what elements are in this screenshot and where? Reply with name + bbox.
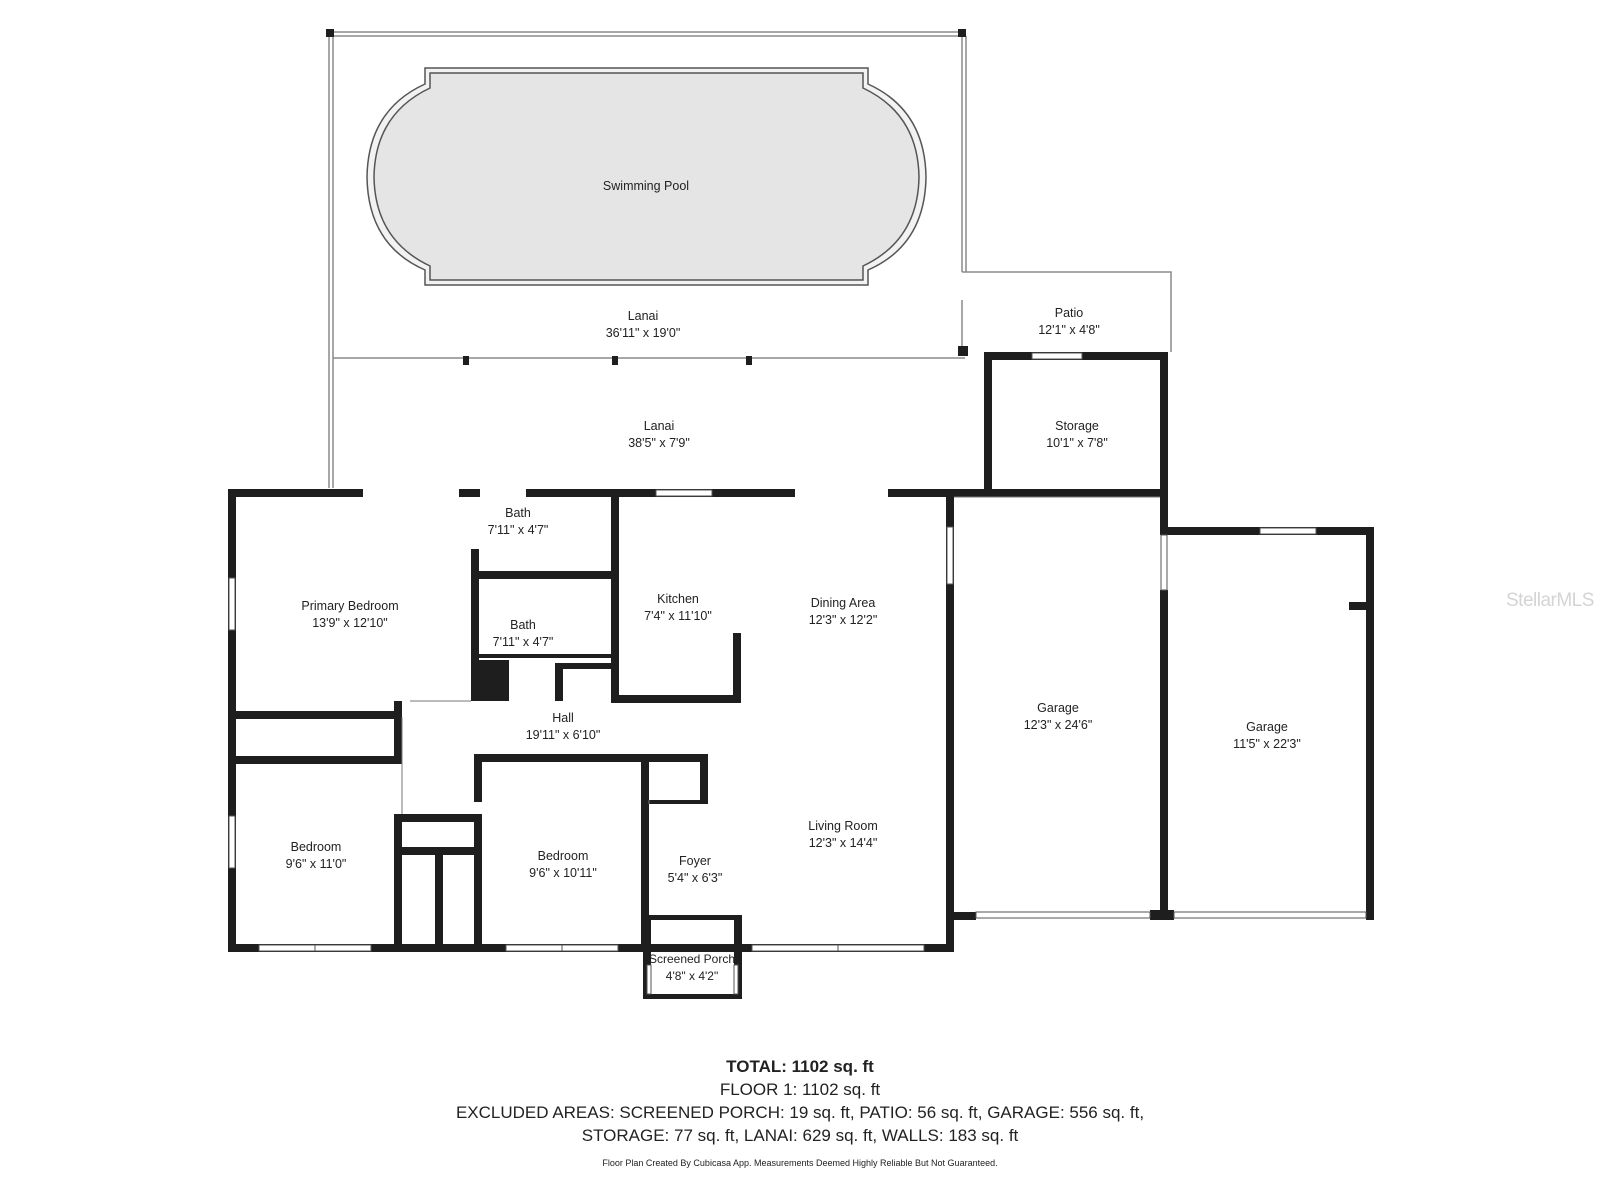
- area-summary: TOTAL: 1102 sq. ft FLOOR 1: 1102 sq. ft …: [0, 1055, 1600, 1171]
- room-dimensions: 11'5" x 22'3": [1233, 737, 1301, 751]
- room-dimensions: 9'6" x 10'11": [529, 866, 597, 880]
- room-label-lanai-lower: Lanai 38'5" x 7'9": [628, 418, 690, 452]
- thin-outlines: [401, 496, 1160, 814]
- room-name: Garage: [1246, 720, 1288, 734]
- disclaimer-text: Floor Plan Created By Cubicasa App. Meas…: [602, 1158, 998, 1168]
- room-dimensions: 7'11" x 4'7": [487, 523, 549, 537]
- enclosure-posts: [326, 29, 968, 365]
- room-name: Bedroom: [537, 849, 589, 863]
- windows-and-openings: [228, 352, 1367, 995]
- room-label-dining-area: Dining Area 12'3" x 12'2": [809, 595, 878, 629]
- room-dimensions: 12'1" x 4'8": [1038, 323, 1100, 337]
- room-dimensions: 38'5" x 7'9": [628, 436, 690, 450]
- room-label-patio: Patio 12'1" x 4'8": [1038, 305, 1100, 339]
- room-name: Bath: [505, 506, 531, 520]
- room-dimensions: 9'6" x 11'0": [285, 857, 347, 871]
- room-label-swimming-pool: Swimming Pool: [603, 178, 689, 195]
- room-dimensions: 4'8" x 4'2": [665, 969, 719, 983]
- room-name: Dining Area: [810, 596, 876, 610]
- room-dimensions: 13'9" x 12'10": [312, 616, 388, 630]
- room-name: Bath: [510, 618, 536, 632]
- room-name: Kitchen: [657, 592, 699, 606]
- house-walls: [228, 352, 1374, 999]
- room-name: Screened Porch: [648, 952, 736, 966]
- room-label-bath-lower: Bath 7'11" x 4'7": [493, 617, 554, 651]
- room-name: Foyer: [679, 854, 711, 868]
- excluded-areas-line-1: EXCLUDED AREAS: SCREENED PORCH: 19 sq. f…: [455, 1103, 1145, 1122]
- room-dimensions: 12'3" x 12'2": [808, 613, 878, 627]
- room-dimensions: 19'11" x 6'10": [525, 728, 601, 742]
- room-label-bath-upper: Bath 7'11" x 4'7": [488, 505, 549, 539]
- room-dimensions: 36'11" x 19'0": [605, 326, 681, 340]
- room-label-living-room: Living Room 12'3" x 14'4": [808, 818, 877, 852]
- room-name: Living Room: [808, 819, 878, 833]
- room-label-kitchen: Kitchen 7'4" x 11'10": [644, 591, 712, 625]
- room-label-foyer: Foyer 5'4" x 6'3": [668, 853, 723, 887]
- room-dimensions: 7'11" x 4'7": [492, 635, 554, 649]
- room-label-garage-left: Garage 12'3" x 24'6": [1024, 700, 1093, 734]
- room-label-storage: Storage 10'1" x 7'8": [1046, 418, 1108, 452]
- room-dimensions: 7'4" x 11'10": [644, 609, 712, 623]
- room-name: Primary Bedroom: [301, 599, 399, 613]
- total-area: TOTAL: 1102 sq. ft: [726, 1057, 874, 1076]
- floor-area: FLOOR 1: 1102 sq. ft: [719, 1080, 881, 1099]
- room-dimensions: 10'1" x 7'8": [1046, 436, 1108, 450]
- room-name: Storage: [1055, 419, 1099, 433]
- excluded-areas-line-2: STORAGE: 77 sq. ft, LANAI: 629 sq. ft, W…: [581, 1126, 1019, 1145]
- room-label-bedroom-middle: Bedroom 9'6" x 10'11": [529, 848, 597, 882]
- room-name: Lanai: [627, 309, 659, 323]
- room-name: Hall: [552, 711, 574, 725]
- room-label-screened-porch: Screened Porch 4'8" x 4'2": [649, 951, 735, 985]
- room-name: Swimming Pool: [602, 179, 690, 193]
- room-name: Patio: [1054, 306, 1084, 320]
- room-label-garage-right: Garage 11'5" x 22'3": [1233, 719, 1301, 753]
- watermark-text: StellarMLS: [1506, 590, 1594, 611]
- room-name: Garage: [1037, 701, 1079, 715]
- room-name: Lanai: [643, 419, 675, 433]
- room-dimensions: 12'3" x 14'4": [808, 836, 878, 850]
- room-label-bedroom-left: Bedroom 9'6" x 11'0": [286, 839, 347, 873]
- room-label-hall: Hall 19'11" x 6'10": [526, 710, 601, 744]
- room-dimensions: 5'4" x 6'3": [667, 871, 723, 885]
- room-label-primary-bedroom: Primary Bedroom 13'9" x 12'10": [301, 598, 398, 632]
- swimming-pool-shape: [366, 67, 927, 286]
- room-dimensions: 12'3" x 24'6": [1023, 718, 1093, 732]
- lanai-screen-enclosure: [328, 31, 1172, 488]
- room-label-lanai-upper: Lanai 36'11" x 19'0": [606, 308, 681, 342]
- room-name: Bedroom: [290, 840, 342, 854]
